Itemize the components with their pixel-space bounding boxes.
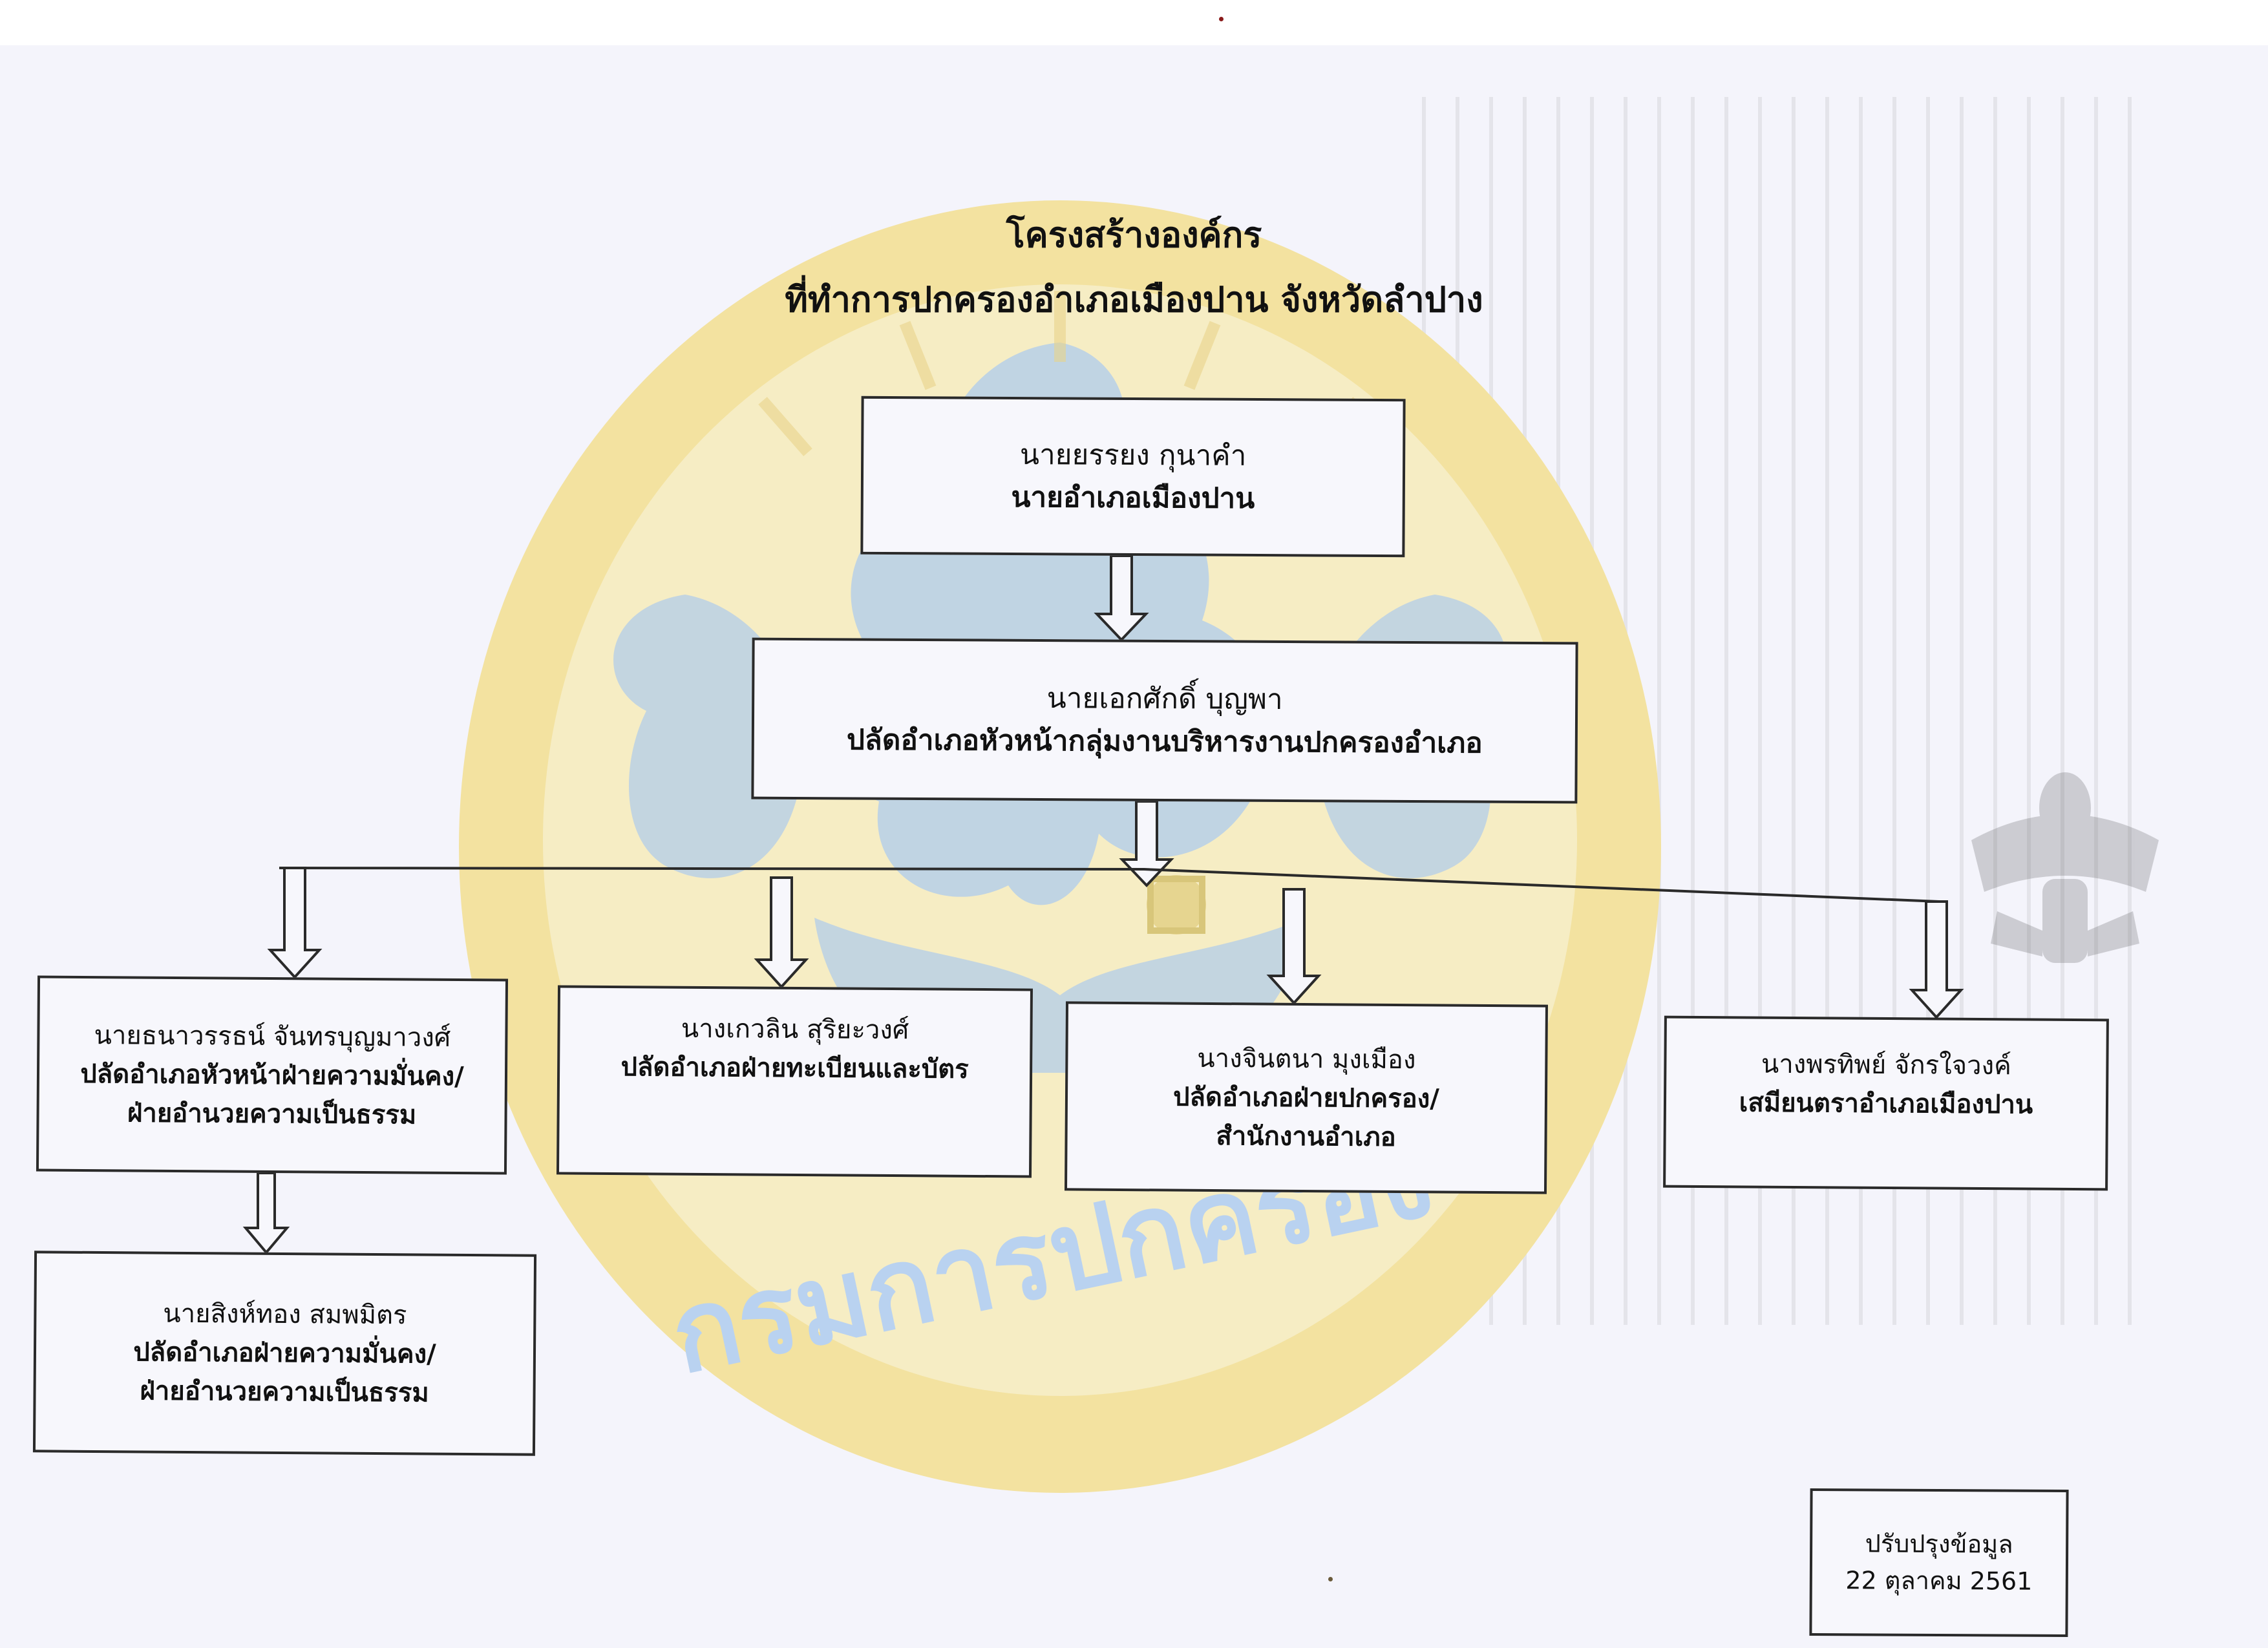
scan-top-band [0,0,2268,45]
node-security-head-name: นายธนาวรรธน์ จันทรบุญมาวงศ์ [94,1020,451,1053]
node-security-head-position-line2: ฝ่ายอำนวยความเป็นธรรม [127,1097,417,1130]
node-administration: นางจินตนา มุงเมือง ปลัดอำเภอฝ่ายปกครอง/ … [1064,1001,1549,1194]
node-administration-position-line1: ปลัดอำเภอฝ่ายปกครอง/ [1172,1082,1440,1114]
garuda-emblem-show-through [1971,772,2159,963]
node-administration-position-line2: สำนักงานอำเภอ [1216,1121,1396,1152]
arrow-to-security-officer [242,1172,290,1255]
scan-dust-dot [1219,17,1224,21]
node-clerk-position: เสมียนตราอำเภอเมืองปาน [1739,1088,2033,1120]
node-deputy-head: นายเอกศักดิ์ บุญพา ปลัดอำเภอหัวหน้ากลุ่ม… [751,637,1578,804]
department-seal-watermark: กรมการปกครอง [459,200,1661,1493]
update-note-date: 22 ตุลาคม 2561 [1845,1566,2033,1596]
node-deputy-head-name: นายเอกศักดิ์ บุญพา [1046,682,1283,716]
node-registration: นางเกวลิน สุริยะวงศ์ ปลัดอำเภอฝ่ายทะเบีย… [556,985,1033,1178]
node-administration-name: นางจินตนา มุงเมือง [1197,1043,1416,1075]
node-deputy-head-position: ปลัดอำเภอหัวหน้ากลุ่มงานบริหารงานปกครองอ… [846,723,1483,760]
arrow-to-security-head [267,867,323,979]
update-note: ปรับปรุงข้อมูล 22 ตุลาคม 2561 [1809,1488,2069,1638]
node-clerk-name: นางพรทิพย์ จักรใจวงค์ [1761,1049,2012,1081]
node-registration-position: ปลัดอำเภอฝ่ายทะเบียนและบัตร [620,1052,969,1084]
node-security-officer-position-line1: ปลัดอำเภอฝ่ายความมั่นคง/ [133,1337,436,1369]
scan-dust-dot [1328,1577,1333,1581]
update-note-label: ปรับปรุงข้อมูล [1865,1529,2013,1559]
diagram-title-line1: โครงสร้างองค์กร [1006,215,1262,255]
node-registration-name: นางเกวลิน สุริยะวงศ์ [681,1013,909,1046]
node-chief-name: นายยรรยง กุนาคำ [1019,438,1247,472]
node-security-officer: นายสิงห์ทอง สมพมิตร ปลัดอำเภอฝ่ายความมั่… [32,1251,537,1456]
node-chief-position: นายอำเภอเมืองปาน [1011,480,1255,515]
node-security-head-position-line1: ปลัดอำเภอหัวหน้าฝ่ายความมั่นคง/ [80,1059,464,1092]
node-clerk: นางพรทิพย์ จักรใจวงค์ เสมียนตราอำเภอเมือ… [1663,1015,2109,1191]
node-chief: นายยรรยง กุนาคำ นายอำเภอเมืองปาน [860,396,1406,558]
node-security-head: นายธนาวรรธน์ จันทรบุญมาวงศ์ ปลัดอำเภอหัว… [36,975,509,1175]
diagram-title-line2: ที่ทำการปกครองอำเภอเมืองปาน จังหวัดลำปาง [785,279,1483,320]
node-security-officer-name: นายสิงห์ทอง สมพมิตร [163,1298,407,1331]
node-security-officer-position-line2: ฝ่ายอำนวยความเป็นธรรม [140,1376,429,1408]
